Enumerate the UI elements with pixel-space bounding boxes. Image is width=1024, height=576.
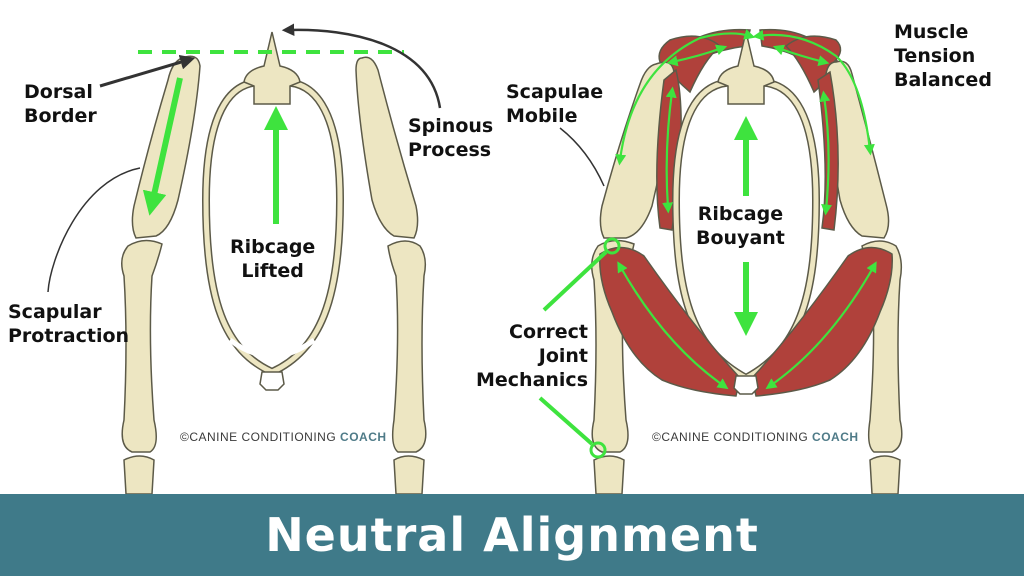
left-skeleton	[121, 31, 427, 495]
left-forearm-bone	[123, 455, 155, 495]
elbow-joint-leader	[538, 396, 594, 446]
shoulder-joint-marker	[603, 237, 621, 255]
dorsal-border-leader	[99, 54, 196, 88]
copyright-left: ©CANINE CONDITIONING COACH	[180, 430, 387, 444]
scapular-protraction-label: Scapular Protraction	[8, 301, 130, 347]
sternum-right	[733, 375, 759, 395]
ribcage-lifted-label: Ribcage Lifted	[230, 236, 316, 282]
diagram-scene: Dorsal Border Spinous Process Ribcage Li…	[8, 21, 992, 495]
right-scapula-bone	[355, 56, 419, 239]
correct-joint-mechanics-label: Correct Joint Mechanics	[475, 321, 588, 391]
protraction-arrow	[142, 77, 183, 216]
sternum	[259, 371, 285, 391]
right-forearm-bone	[393, 455, 425, 495]
dorsal-border-label: Dorsal Border	[24, 81, 97, 127]
anatomy-illustration	[47, 23, 903, 495]
muscle-tension-label: Muscle Tension Balanced	[894, 21, 992, 91]
muscle-tension-arrows	[615, 29, 877, 390]
spinous-process-label: Spinous Process	[408, 115, 494, 161]
scapulae-mobile-label: Scapulae Mobile	[506, 81, 604, 127]
elbow-joint-marker	[589, 441, 607, 459]
protraction-leader	[47, 167, 141, 293]
scapulae-mobile-leader	[559, 127, 605, 187]
vertebra	[243, 31, 301, 105]
copyright-right: ©CANINE CONDITIONING COACH	[652, 430, 859, 444]
left-humerus-bone	[121, 239, 163, 453]
ribcage-bouyant-label: Ribcage Bouyant	[696, 203, 785, 249]
banner-title: Neutral Alignment	[265, 508, 759, 562]
title-banner: Neutral Alignment	[0, 494, 1024, 576]
right-humerus-bone	[387, 240, 427, 453]
spinous-process-leader	[281, 23, 442, 109]
shoulder-joint-leader	[542, 250, 608, 312]
